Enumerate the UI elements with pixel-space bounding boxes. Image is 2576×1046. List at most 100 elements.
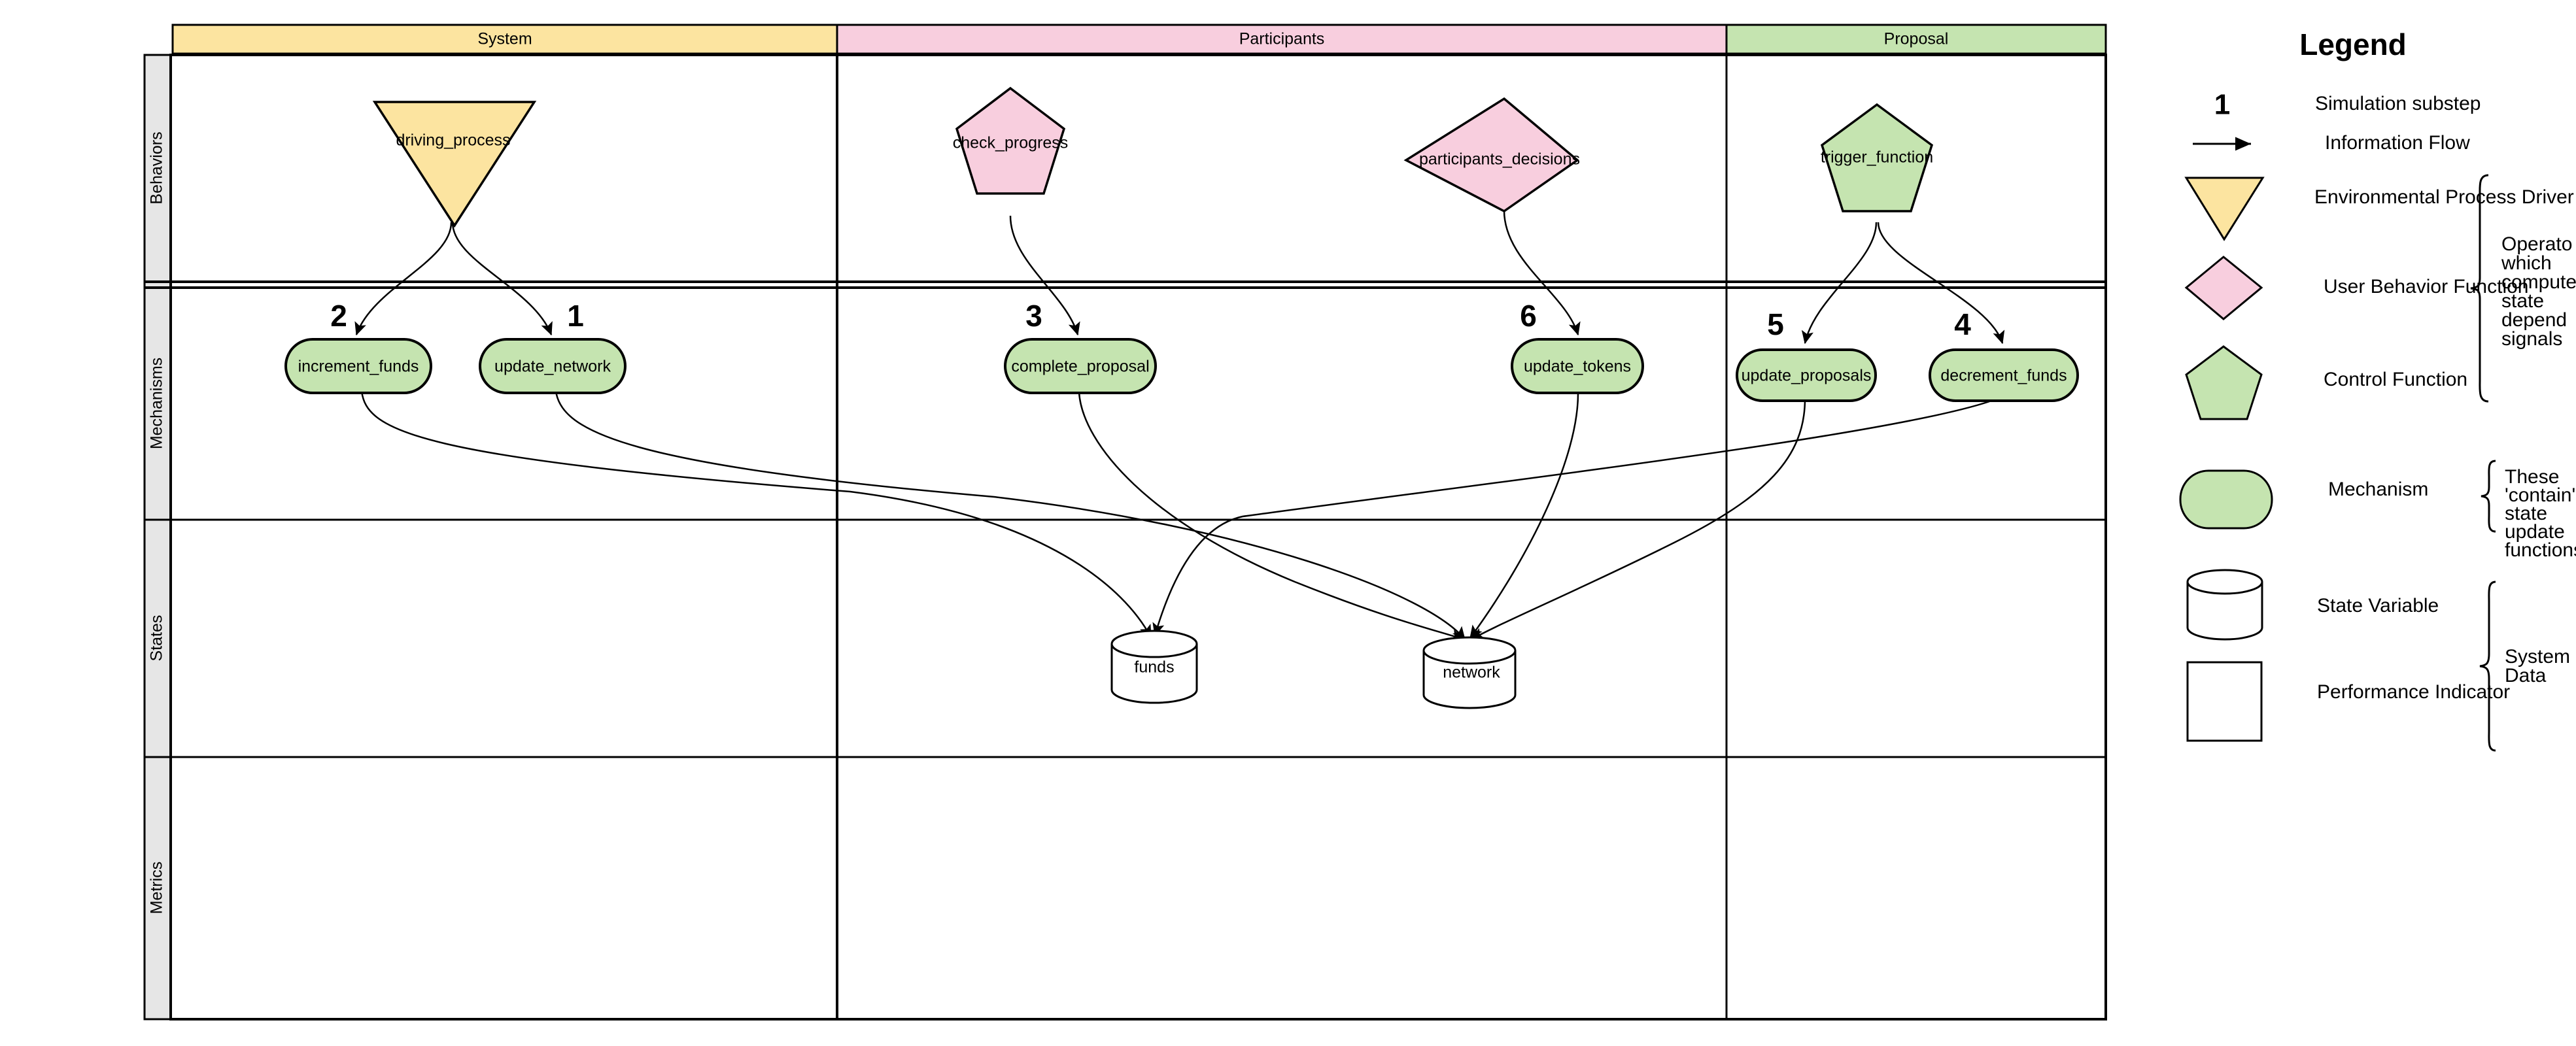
pentagon-icon (955, 86, 1066, 195)
brace-line-1: Data (2505, 665, 2547, 686)
row-label-strip (143, 54, 172, 1021)
node-label-update-proposals: update_proposals (1742, 367, 1872, 385)
node-label-complete-proposal: complete_proposal (1011, 358, 1149, 376)
node-update-tokens[interactable]: update_tokens 6 (1511, 299, 1644, 394)
node-label-update-network: update_network (494, 358, 611, 376)
row-label-mechanisms: Mechanisms (148, 358, 166, 449)
legend-item-perf-indicator: Performance Indicator (2186, 661, 2510, 742)
pentagon-icon (1820, 103, 1934, 212)
legend-brace-operators-text: Operato which compute state depend signa… (2501, 233, 2576, 350)
mechanism-icon (1511, 338, 1644, 394)
legend-brace-state-update (2481, 460, 2496, 533)
legend-label-control-fn: Control Function (2324, 369, 2467, 390)
legend-label-perf-indicator: Performance Indicator (2317, 681, 2510, 703)
legend-item-control-fn: Control Function (2185, 345, 2467, 420)
diamond-icon (2184, 256, 2263, 320)
legend-title: Legend (2299, 27, 2407, 61)
legend-glyph-number: 1 (2214, 89, 2230, 121)
brace-line-4: depend (2501, 309, 2567, 331)
brace-line-2: compute (2501, 271, 2576, 293)
edges (354, 210, 2005, 641)
brace-line-4: functions (2505, 539, 2576, 561)
mechanism-icon (284, 338, 432, 394)
legend-label-state-var: State Variable (2317, 595, 2439, 616)
legend-label-user-behavior: User Behavior Function (2324, 276, 2528, 297)
column-header-label-proposal: Proposal (1884, 30, 1949, 48)
legend-brace-operators (2470, 174, 2489, 403)
substep-number-update-tokens: 6 (1520, 299, 1537, 333)
node-increment-funds[interactable]: increment_funds 2 (284, 299, 432, 394)
legend-item-state-var: State Variable (2186, 569, 2439, 641)
node-trigger-function[interactable]: trigger_function (1820, 103, 1934, 212)
pentagon-icon (2185, 345, 2263, 420)
legend-item-flow: Information Flow (2193, 132, 2470, 154)
node-label-increment-funds: increment_funds (298, 358, 419, 376)
legend-item-user-behavior: User Behavior Function (2184, 256, 2528, 320)
row-labels: Behaviors Mechanisms States Metrics (148, 131, 166, 914)
edge-participantsdecisions-updatetokens (1503, 210, 1581, 336)
node-update-network[interactable]: update_network 1 (479, 299, 627, 394)
mechanism-nodes: increment_funds 2 update_network 1 compl… (284, 299, 2079, 402)
substep-number-complete-proposal: 3 (1025, 299, 1042, 333)
edge-trigger-decrementfunds (1877, 222, 2005, 345)
node-label-check-progress: check_progress (953, 134, 1068, 152)
brace-line-3: state (2501, 290, 2544, 312)
state-nodes: funds network (1110, 630, 1517, 709)
legend-item-mechanism: Mechanism (2179, 469, 2428, 530)
row-separators (145, 280, 2106, 758)
behavior-nodes: driving_process check_progress participa… (372, 86, 1934, 228)
mechanism-icon (1736, 348, 1877, 402)
mechanism-icon (1929, 348, 2079, 402)
column-header-system (171, 24, 838, 55)
node-complete-proposal[interactable]: complete_proposal 3 (1004, 299, 1157, 394)
node-check-progress[interactable]: check_progress (953, 86, 1068, 195)
row-label-behaviors: Behaviors (148, 131, 166, 204)
row-label-states: States (148, 615, 166, 662)
cylinder-top-icon (1422, 636, 1517, 665)
legend-item-substep: 1 Simulation substep (2214, 89, 2481, 121)
legend-label-flow: Information Flow (2325, 132, 2470, 154)
edge-trigger-updateproposals (1801, 222, 1878, 345)
node-label-trigger-function: trigger_function (1821, 148, 1933, 167)
edge-updatetokens-network (1469, 393, 1579, 639)
node-network[interactable]: network (1422, 636, 1517, 709)
brace-icon (2470, 174, 2489, 403)
legend-brace-system-data (2479, 581, 2496, 752)
row-label-metrics: Metrics (148, 862, 166, 915)
cylinder-icon (1422, 650, 1517, 709)
legend-brace-system-data-text: System Data (2505, 646, 2570, 686)
brace-icon (2479, 581, 2496, 752)
substep-number-decrement-funds: 4 (1954, 307, 1971, 341)
substep-number-update-network: 1 (567, 299, 584, 333)
edge-updatenetwork-network (555, 390, 1466, 640)
node-label-participants-decisions: participants_decisions (1419, 150, 1580, 169)
cylinder-top-icon (2186, 569, 2263, 595)
node-decrement-funds[interactable]: decrement_funds 4 (1929, 307, 2079, 402)
mechanism-icon (479, 338, 627, 394)
node-label-decrement-funds: decrement_funds (1940, 367, 2067, 385)
brace-line-3: update (2505, 521, 2565, 543)
edge-driving-updatenetwork (451, 222, 553, 336)
node-update-proposals[interactable]: update_proposals 5 (1736, 307, 1877, 402)
node-funds[interactable]: funds (1110, 630, 1198, 704)
legend-label-mechanism: Mechanism (2328, 479, 2428, 500)
edge-checkprogress-completeproposal (1009, 215, 1080, 336)
substep-number-increment-funds: 2 (330, 299, 347, 333)
brace-line-5: signals (2501, 328, 2562, 350)
node-participants-decisions[interactable]: participants_decisions (1403, 97, 1580, 213)
triangle-down-icon (372, 101, 537, 228)
rectangle-icon (2186, 661, 2263, 742)
brace-line-0: System (2505, 646, 2570, 667)
edge-updateproposals-network (1470, 398, 1806, 641)
diamond-icon (1403, 97, 1579, 213)
column-separators (836, 55, 1728, 1019)
legend-label-env-driver: Environmental Process Driver (2314, 186, 2574, 208)
legend-panel: Legend 1 Simulation substep Information … (2179, 27, 2576, 752)
grid-body (169, 54, 2107, 1021)
triangle-down-icon (2184, 177, 2265, 241)
brace-line-0: These (2505, 466, 2559, 488)
column-headers: System Participants Proposal (171, 24, 2107, 55)
node-driving-process[interactable]: driving_process (372, 101, 537, 228)
